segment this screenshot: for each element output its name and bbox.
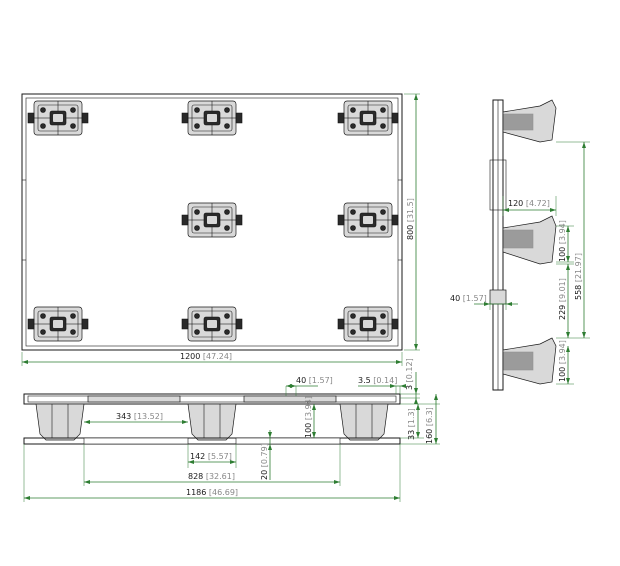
top-view: 1200 [47.24] 800 [31.5] xyxy=(21,93,420,366)
dim-front-deck: 40 [1.57] xyxy=(296,376,333,385)
dim-front-runner-height: 20 [0.79] xyxy=(260,443,269,480)
dim-top-width: 1200 [47.24] xyxy=(180,352,232,361)
side-block-top xyxy=(502,99,557,143)
block-bottom-left xyxy=(27,306,89,342)
block-bottom-right xyxy=(337,306,399,342)
dim-side-block-width: 120 [4.72] xyxy=(508,199,550,208)
dim-front-lip-height: 3 [0.12] xyxy=(405,358,414,390)
top-deck-outline xyxy=(21,93,403,351)
front-block-center xyxy=(187,403,237,441)
dim-front-total-width: 1186 [46.69] xyxy=(186,488,238,497)
dim-side-deck: 40 [1.57] xyxy=(450,294,487,303)
dim-side-block-height-bottom: 100 [3.94] xyxy=(558,340,567,382)
dim-side-block-height-top: 100 [3.94] xyxy=(558,220,567,262)
front-deck xyxy=(23,393,401,405)
front-block-right xyxy=(339,403,389,441)
dim-front-opening: 343 [13.52] xyxy=(116,412,163,421)
block-mid-center xyxy=(181,202,243,238)
block-mid-right xyxy=(337,202,399,238)
dim-front-total-height: 160 [6.3] xyxy=(425,407,434,444)
dim-front-runner: 33 [1.3] xyxy=(407,408,416,440)
dim-front-foot: 142 [5.57] xyxy=(190,452,232,461)
block-top-right xyxy=(337,100,399,136)
dim-side-span: 558 [21.97] xyxy=(574,253,583,300)
dim-top-depth: 800 [31.5] xyxy=(406,198,415,240)
block-top-center xyxy=(181,100,243,136)
side-view: 120 [4.72] 558 [21.97] 100 [3.94] 229 [9… xyxy=(450,99,590,391)
front-block-left xyxy=(35,403,85,441)
front-view: 40 [1.57] 3.5 [0.14] 3 [0.12] 343 [13.52… xyxy=(23,358,440,502)
block-bottom-center xyxy=(181,306,243,342)
dim-front-block-height: 100 [3.94] xyxy=(304,396,313,438)
side-block-bottom xyxy=(502,337,557,385)
front-runner xyxy=(23,437,401,445)
dim-front-lip: 3.5 [0.14] xyxy=(358,376,397,385)
dim-side-gap: 229 [9.01] xyxy=(558,278,567,320)
dim-front-inner-span: 828 [32.61] xyxy=(188,472,235,481)
block-top-left xyxy=(27,100,89,136)
side-block-middle xyxy=(502,215,557,265)
